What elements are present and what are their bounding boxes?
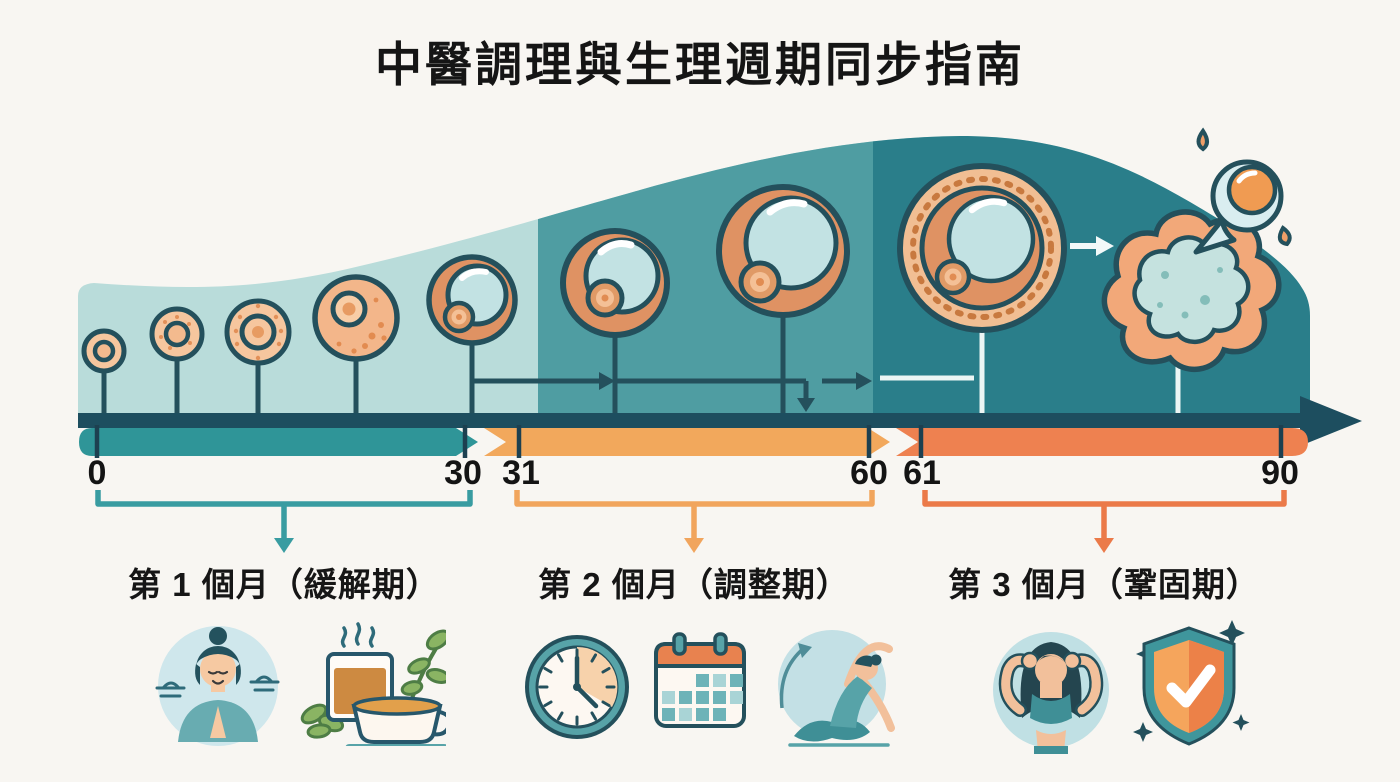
follicle-stage-8 <box>897 163 1067 333</box>
saucer <box>345 744 446 746</box>
steam-icon <box>340 622 376 648</box>
bar-month2 <box>484 428 890 456</box>
timeline-bar <box>79 425 1308 458</box>
calendar-icon <box>654 632 746 728</box>
day-label-60: 60 <box>850 454 888 492</box>
bar-ticks <box>94 425 1284 458</box>
follicle-stage-7 <box>716 184 850 318</box>
meditating-woman-icon <box>155 626 280 746</box>
released-egg <box>1193 127 1292 255</box>
shield-check-icon <box>1133 620 1250 746</box>
phase-3-label: 第 3 個月（鞏固期） <box>948 566 1260 603</box>
page-title: 中醫調理與生理週期同步指南 <box>375 38 1025 91</box>
herbal-tea-icon <box>300 622 446 746</box>
follicle-stage-1 <box>81 328 127 374</box>
follicle-stage-3 <box>224 298 292 366</box>
clock-icon <box>525 635 629 739</box>
cloud-icon <box>155 675 280 698</box>
ovulation-arrow <box>1070 236 1114 256</box>
strong-woman-icon <box>993 632 1109 754</box>
follicle-stage-6 <box>560 228 670 338</box>
timeline-axis <box>78 396 1362 446</box>
follicle-stage-4 <box>312 274 400 362</box>
phase-1-label: 第 1 個月（緩解期） <box>128 566 440 603</box>
tea-cup <box>351 704 443 744</box>
day-label-61: 61 <box>903 454 941 492</box>
phase-2-label: 第 2 個月（調整期） <box>538 566 850 603</box>
day-label-90: 90 <box>1261 454 1299 492</box>
flexed-arms <box>998 651 1104 717</box>
progress-arrows <box>474 372 974 412</box>
follicle-stage-2 <box>149 306 205 362</box>
follicle-stage-5 <box>426 254 518 346</box>
bar-month1 <box>79 428 478 456</box>
calendar-grid <box>662 674 743 721</box>
phase-brackets <box>95 490 1287 553</box>
bar-month3 <box>896 428 1308 456</box>
follicle-stems <box>101 316 786 413</box>
day-label-31: 31 <box>502 454 540 492</box>
cycle-illustration <box>78 127 1362 553</box>
curved-arrow-icon <box>798 643 812 658</box>
ovulation-follicle <box>1101 209 1282 373</box>
day-label-0: 0 <box>87 454 107 492</box>
day-label-30: 30 <box>444 454 482 492</box>
yoga-stretch-icon <box>778 630 895 747</box>
